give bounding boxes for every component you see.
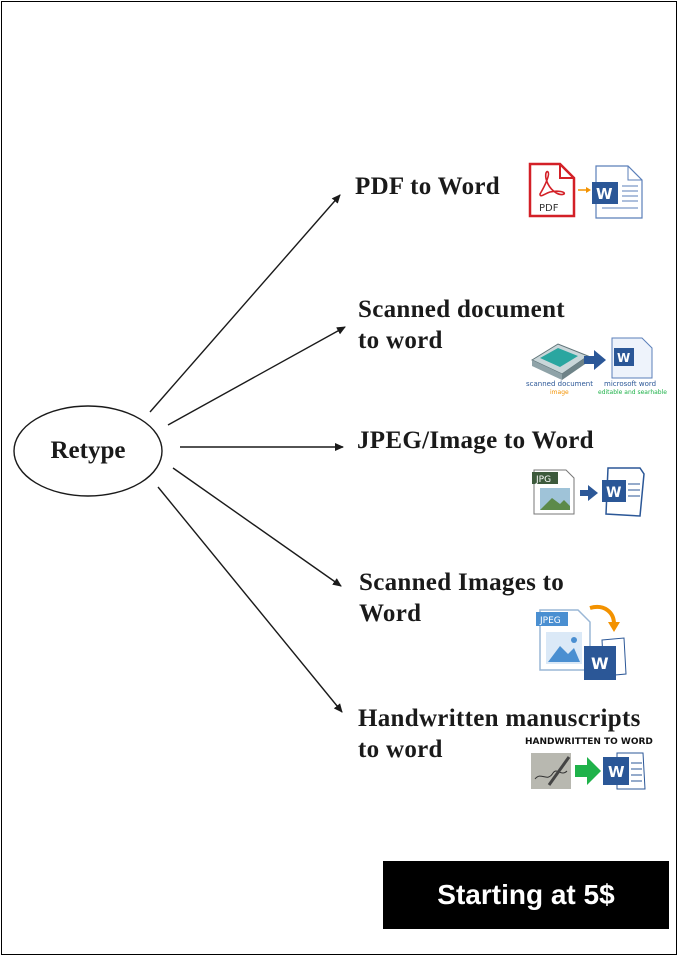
svg-text:W: W: [608, 763, 625, 781]
svg-text:JPEG: JPEG: [539, 616, 561, 626]
item-line2: Word: [359, 600, 422, 627]
arrow-scanned-document: [167, 326, 346, 426]
item-line2: to word: [358, 736, 443, 763]
svg-text:W: W: [596, 185, 613, 203]
item-line1: Scanned document: [358, 296, 565, 323]
pdf-to-word-icon: PDF W: [528, 162, 643, 219]
item-scanned-document: Scanned document to word: [358, 294, 565, 356]
arrow-scanned-images: [172, 467, 342, 587]
item-handwritten: Handwritten manuscripts to word: [358, 703, 641, 765]
item-pdf-to-word: PDF to Word: [355, 171, 500, 202]
handwritten-to-word-icon: HANDWRITTEN TO WORD W: [525, 737, 665, 793]
item-jpeg-to-word: JPEG/Image to Word: [357, 425, 594, 456]
item-line1: JPEG/Image to Word: [357, 427, 594, 454]
svg-text:PDF: PDF: [539, 203, 559, 214]
retype-ellipse: [13, 405, 163, 497]
item-line2: to word: [358, 327, 443, 354]
item-scanned-images: Scanned Images to Word: [359, 567, 564, 629]
item-line1: PDF to Word: [355, 173, 500, 200]
arrow-pdf: [149, 194, 341, 413]
jpeg-to-word-icon: JPEG W: [536, 605, 627, 680]
price-banner: Starting at 5$: [383, 861, 669, 929]
svg-text:W: W: [591, 654, 609, 673]
svg-text:JPG: JPG: [535, 475, 551, 485]
svg-text:W: W: [617, 351, 630, 365]
arrow-handwritten: [157, 486, 343, 713]
center-label: Retype: [50, 437, 126, 464]
svg-text:W: W: [606, 485, 621, 501]
item-line1: Scanned Images to: [359, 569, 565, 596]
item-line1: Handwritten manuscripts: [358, 705, 641, 732]
jpg-to-word-icon: JPG W: [532, 467, 645, 517]
scanner-to-word-icon: W scanned document image microsoft word …: [522, 336, 667, 400]
